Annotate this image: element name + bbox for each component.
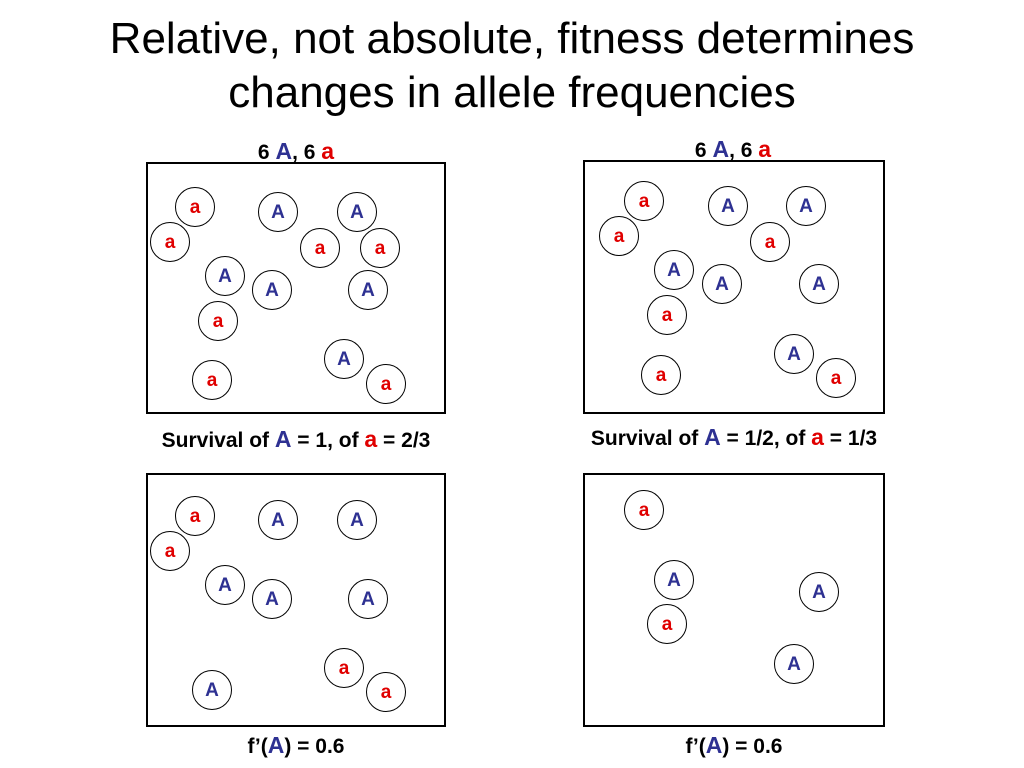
- allele-circle-recessive: a: [624, 181, 664, 221]
- allele-circle-dominant: A: [205, 565, 245, 605]
- count-A: 6: [257, 141, 270, 164]
- frequency-text: f’(: [685, 735, 706, 758]
- allele-circle-recessive: a: [647, 604, 687, 644]
- allele-A-symbol: A: [274, 426, 292, 452]
- survival-text: Survival of: [161, 429, 275, 452]
- allele-circle-dominant: A: [337, 500, 377, 540]
- separator: ,: [729, 139, 741, 162]
- allele-circle-dominant: A: [192, 670, 232, 710]
- title-line-1: Relative, not absolute, fitness determin…: [109, 14, 915, 63]
- allele-circle-recessive: a: [366, 364, 406, 404]
- allele-circle-recessive: a: [599, 216, 639, 256]
- allele-circle-dominant: A: [774, 644, 814, 684]
- allele-circle-dominant: A: [348, 270, 388, 310]
- allele-circle-dominant: A: [786, 186, 826, 226]
- allele-circle-recessive: a: [624, 490, 664, 530]
- allele-circle-recessive: a: [647, 295, 687, 335]
- allele-circle-recessive: a: [300, 228, 340, 268]
- label-frequency-left: f’(A) = 0.6: [146, 732, 446, 759]
- label-top-left: 6 A, 6 a: [146, 138, 446, 165]
- frequency-text: ) = 0.6: [722, 735, 783, 758]
- label-top-right: 6 A, 6 a: [583, 136, 883, 163]
- label-survival-left: Survival of A = 1, of a = 2/3: [80, 426, 512, 453]
- allele-a-symbol: a: [811, 424, 824, 450]
- allele-circle-dominant: A: [337, 192, 377, 232]
- allele-circle-recessive: a: [175, 496, 215, 536]
- allele-circle-dominant: A: [348, 579, 388, 619]
- allele-circle-dominant: A: [258, 192, 298, 232]
- allele-A-symbol: A: [712, 136, 730, 162]
- allele-circle-dominant: A: [702, 264, 742, 304]
- allele-circle-dominant: A: [654, 560, 694, 600]
- allele-circle-recessive: a: [192, 360, 232, 400]
- survival-text: Survival of: [590, 427, 705, 450]
- allele-circle-dominant: A: [324, 339, 364, 379]
- allele-a-symbol: a: [321, 138, 335, 164]
- allele-circle-recessive: a: [150, 531, 190, 571]
- allele-A-symbol: A: [705, 732, 723, 758]
- allele-a-symbol: a: [364, 426, 378, 452]
- allele-circle-recessive: a: [366, 672, 406, 712]
- allele-circle-recessive: a: [360, 228, 400, 268]
- frequency-text: f’(: [247, 735, 268, 758]
- allele-circle-dominant: A: [799, 264, 839, 304]
- count-a: 6: [303, 141, 316, 164]
- label-frequency-right: f’(A) = 0.6: [583, 732, 885, 759]
- allele-circle-dominant: A: [205, 256, 245, 296]
- allele-circle-dominant: A: [708, 186, 748, 226]
- allele-circle-recessive: a: [150, 222, 190, 262]
- allele-circle-dominant: A: [252, 270, 292, 310]
- allele-circle-recessive: a: [175, 187, 215, 227]
- label-survival-right: Survival of A = 1/2, of a = 1/3: [510, 424, 958, 451]
- allele-circle-dominant: A: [799, 572, 839, 612]
- allele-circle-recessive: a: [816, 358, 856, 398]
- title-line-2: changes in allele frequencies: [228, 68, 796, 117]
- survival-text: = 1/3: [823, 427, 878, 450]
- allele-A-symbol: A: [267, 732, 285, 758]
- separator: ,: [292, 141, 304, 164]
- allele-circle-recessive: a: [750, 222, 790, 262]
- frequency-text: ) = 0.6: [284, 735, 345, 758]
- allele-circle-dominant: A: [654, 250, 694, 290]
- allele-circle-dominant: A: [258, 500, 298, 540]
- allele-A-symbol: A: [275, 138, 293, 164]
- slide-title: Relative, not absolute, fitness determin…: [0, 12, 1024, 120]
- allele-A-symbol: A: [704, 424, 721, 450]
- allele-circle-recessive: a: [641, 355, 681, 395]
- survival-text: = 1/2, of: [720, 427, 812, 450]
- survival-text: = 1, of: [291, 429, 365, 452]
- count-a: 6: [740, 139, 753, 162]
- allele-circle-dominant: A: [252, 579, 292, 619]
- allele-circle-dominant: A: [774, 334, 814, 374]
- allele-circle-recessive: a: [198, 301, 238, 341]
- allele-a-symbol: a: [758, 136, 772, 162]
- survival-text: = 2/3: [377, 429, 431, 452]
- allele-circle-recessive: a: [324, 648, 364, 688]
- count-A: 6: [694, 139, 707, 162]
